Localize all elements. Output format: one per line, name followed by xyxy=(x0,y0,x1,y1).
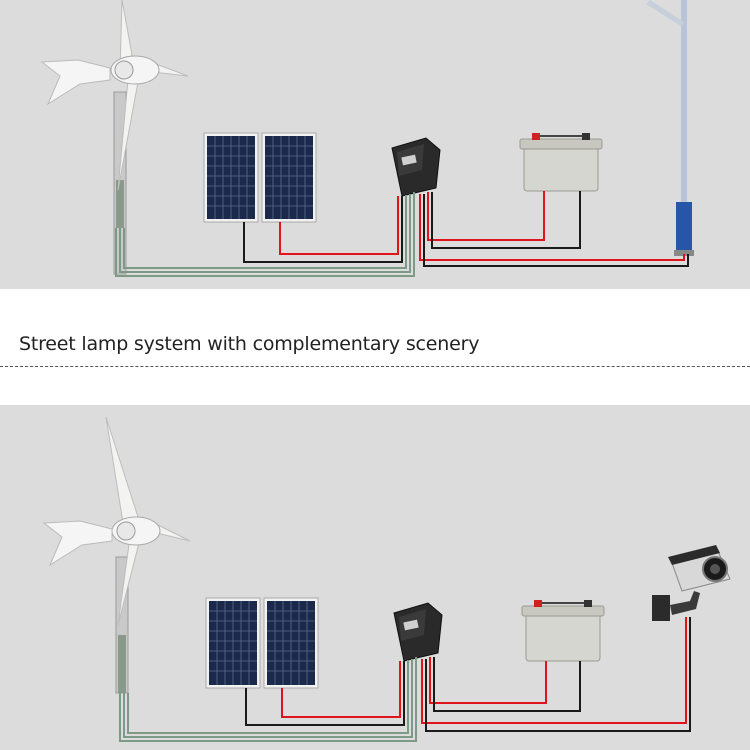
street-lamp-scene xyxy=(0,0,750,289)
wiring xyxy=(119,617,691,742)
surveillance-camera-icon xyxy=(652,545,731,621)
surveillance-camera-diagram xyxy=(42,416,731,742)
charge-controller-icon xyxy=(393,602,443,662)
battery-icon xyxy=(521,600,605,662)
battery-icon xyxy=(519,133,603,192)
wiring xyxy=(115,191,689,277)
street-lamp-diagram xyxy=(40,0,694,277)
surveillance-camera-scene xyxy=(0,405,750,750)
solar-panel-right xyxy=(261,132,317,223)
solar-panel-left xyxy=(205,597,261,689)
diagram-caption: Street lamp system with complementary sc… xyxy=(19,333,480,355)
solar-panel-right xyxy=(263,597,319,689)
dashed-divider xyxy=(0,366,750,367)
charge-controller-icon xyxy=(391,137,441,197)
street-lamp-icon xyxy=(646,0,694,256)
wind-turbine-icon xyxy=(42,416,191,694)
solar-panel-left xyxy=(203,132,259,223)
